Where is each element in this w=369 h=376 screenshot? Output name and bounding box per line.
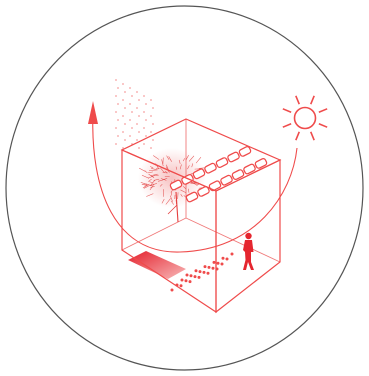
air-dot (131, 95, 133, 97)
floor-dot (185, 279, 188, 282)
air-dot (145, 135, 147, 137)
air-dot (115, 143, 117, 145)
air-dot (124, 91, 126, 93)
air-dot (117, 87, 119, 89)
floor-dot (204, 265, 207, 268)
sun-ray (296, 96, 299, 104)
air-dot (150, 99, 152, 101)
air-dot (138, 115, 140, 117)
floor-dot (181, 279, 184, 282)
floor-dot (180, 284, 183, 287)
air-dot (152, 107, 154, 109)
floor-dot (212, 267, 215, 270)
box-front-edges (122, 119, 280, 312)
solar-panel (204, 163, 217, 174)
air-dot (115, 127, 117, 129)
floor-dot (203, 271, 206, 274)
rising-air-dots (115, 79, 154, 149)
air-dot (124, 123, 126, 125)
air-dot (143, 143, 145, 145)
air-dot (115, 111, 117, 113)
floor-dot (189, 280, 192, 283)
air-dot (136, 91, 138, 93)
floor-dot (231, 253, 234, 256)
air-dot (129, 87, 131, 89)
air-dot (152, 123, 154, 125)
floor-dot (198, 276, 201, 279)
air-dot (122, 83, 124, 85)
air-dot (136, 123, 138, 125)
air-dot (138, 131, 140, 133)
air-dot (145, 119, 147, 121)
air-dot (117, 119, 119, 121)
air-dot (136, 107, 138, 109)
air-dot (138, 147, 140, 149)
floor-dot (194, 275, 197, 278)
air-dot (124, 107, 126, 109)
air-dot (124, 139, 126, 141)
air-dot (143, 127, 145, 129)
floor-dot (190, 274, 193, 277)
sun-ray (319, 124, 327, 127)
sun-ray (296, 132, 299, 140)
floor-heat-panel (128, 251, 186, 279)
floor-dot (186, 274, 189, 277)
floor-dot (195, 269, 198, 272)
air-dot (115, 79, 117, 81)
floor-dot (222, 257, 225, 260)
floor-dot (199, 270, 202, 273)
air-dot (129, 135, 131, 137)
floor-dot (171, 289, 174, 292)
sun-ray (319, 109, 327, 112)
floor-dot (221, 263, 224, 266)
air-dot (143, 95, 145, 97)
air-dot (129, 119, 131, 121)
air-dot (115, 95, 117, 97)
solar-panel (227, 151, 240, 162)
solar-panel (239, 146, 252, 157)
floor-dot (217, 262, 220, 265)
air-dot (150, 131, 152, 133)
air-dot (152, 139, 154, 141)
floor-dot (207, 272, 210, 275)
air-dot (131, 127, 133, 129)
sun-ray (311, 132, 314, 140)
air-dot (150, 147, 152, 149)
person-icon (243, 233, 254, 270)
air-dot (122, 131, 124, 133)
air-dot (138, 99, 140, 101)
floor-dot (213, 261, 216, 264)
sun-ray (283, 124, 291, 127)
air-dot (143, 111, 145, 113)
air-dot (145, 103, 147, 105)
air-dot (122, 115, 124, 117)
sun-icon (283, 96, 327, 140)
air-dot (117, 103, 119, 105)
air-dot (131, 111, 133, 113)
air-dot (129, 103, 131, 105)
floor-dot (208, 266, 211, 269)
air-dot (136, 139, 138, 141)
solar-panel (216, 157, 229, 168)
air-dot (122, 99, 124, 101)
air-dot (150, 115, 152, 117)
floor-dot (226, 258, 229, 261)
sun-ray (311, 96, 314, 104)
sun-ray (283, 109, 291, 112)
air-dot (117, 135, 119, 137)
